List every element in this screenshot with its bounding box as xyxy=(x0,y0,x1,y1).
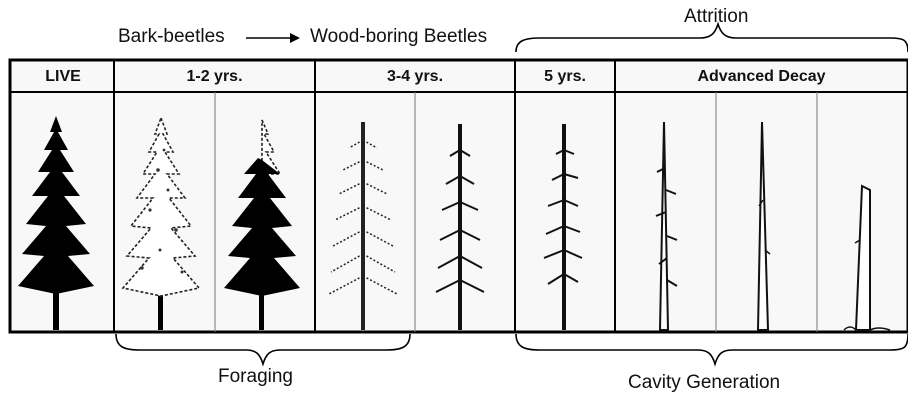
cavity-generation-label: Cavity Generation xyxy=(628,372,780,394)
cavity-generation-brace xyxy=(516,334,908,364)
bark-beetles-label: Bark-beetles xyxy=(118,26,225,48)
foraging-label: Foraging xyxy=(218,366,293,388)
stage-5yrs-header: 5 yrs. xyxy=(515,62,615,92)
stage-1-2yrs-header: 1-2 yrs. xyxy=(114,62,315,92)
attrition-label: Attrition xyxy=(684,6,748,28)
stage-advanced-decay-header: Advanced Decay xyxy=(615,62,908,92)
attrition-brace xyxy=(516,24,908,52)
stage-live-header: LIVE xyxy=(12,62,114,92)
stage-3-4yrs-header: 3-4 yrs. xyxy=(315,62,515,92)
arrow-icon xyxy=(246,33,300,43)
foraging-brace xyxy=(116,334,410,364)
wood-boring-beetles-label: Wood-boring Beetles xyxy=(310,26,487,48)
